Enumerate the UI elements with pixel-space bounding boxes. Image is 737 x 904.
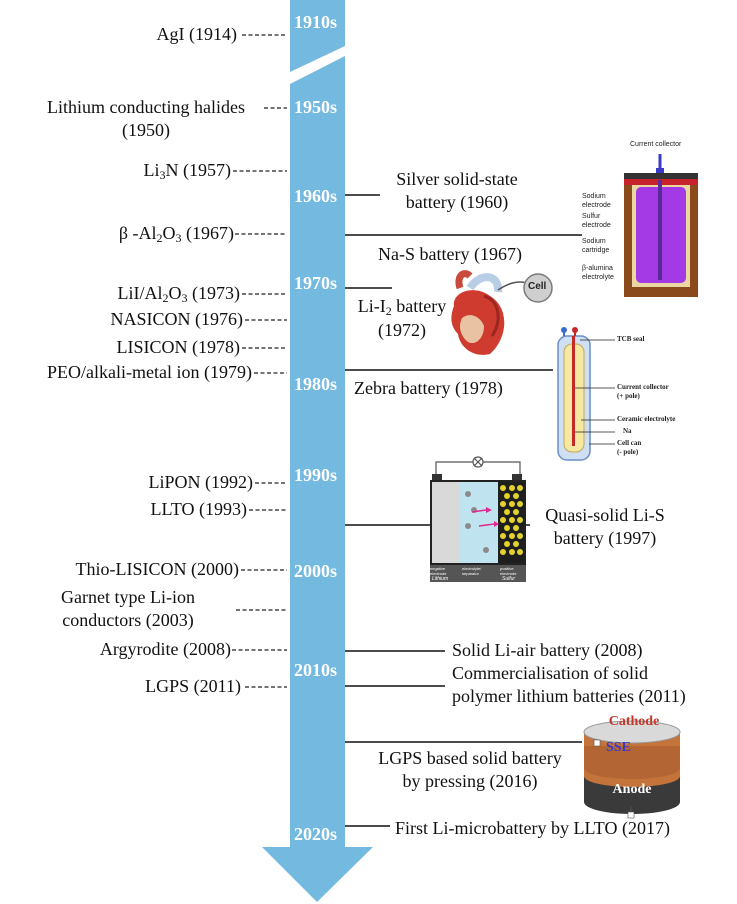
decade-label: 2010s — [294, 660, 338, 680]
lii2-a: Li-I — [357, 296, 386, 316]
lgps-cathode-label: Cathode — [608, 714, 660, 729]
lii-b: O — [168, 283, 182, 303]
zebra-label: TCB seal — [617, 335, 645, 343]
battery-silver-line2: battery (1960) — [405, 191, 509, 212]
lis-label: Lithium — [432, 576, 449, 582]
zebra-label: Cell can — [617, 439, 642, 447]
nas-label: β-alumina electrolyte — [582, 265, 614, 281]
material-thio-lisicon: Thio-LISICON (2000) — [75, 559, 239, 579]
zebra-label: (+ pole) — [617, 392, 640, 400]
lii-c: (1973) — [187, 283, 240, 303]
nas-label: Sodium cartridge — [582, 238, 610, 254]
li3n-b: N (1957) — [165, 160, 232, 180]
zebra-label: (- pole) — [617, 448, 639, 456]
battery-quasi-line1: Quasi-solid Li-S — [545, 505, 665, 525]
lii-sub1: 2 — [162, 291, 169, 305]
battery-commercialisation: Commercialisation of solid polymer lithi… — [452, 663, 686, 706]
li3n-a: Li — [143, 160, 160, 180]
material-garnet-line1: Garnet type Li-ion — [61, 587, 195, 607]
bal-c: (1967) — [181, 223, 234, 243]
battery-quasi-lis: Quasi-solid Li-S battery (1997) — [530, 505, 680, 548]
material-llto: LLTO (1993) — [150, 499, 248, 519]
material-halides-line1: Lithium conducting halides — [47, 97, 245, 117]
lis-label: Sulfur — [502, 576, 516, 582]
material-halides-line2: (1950) — [122, 119, 170, 140]
battery-li-i2-line1: Li-I2 battery — [347, 296, 457, 317]
battery-silver-line1: Silver solid-state — [396, 169, 518, 189]
li3n-sub: 3 — [159, 168, 166, 182]
decade-label: 1990s — [294, 465, 338, 485]
lii2-b: battery — [391, 296, 447, 316]
bal-b: O — [162, 223, 176, 243]
timeline-main-shaft — [262, 56, 373, 902]
material-nasicon: NASICON (1976) — [110, 309, 244, 329]
nas-label: Current collector — [630, 141, 682, 148]
battery-quasi-line2: battery (1997) — [553, 527, 657, 548]
material-li3n: Li3N (1957) — [144, 160, 232, 181]
lgps-anode-label: Anode — [612, 782, 652, 797]
decade-label: 1950s — [294, 97, 338, 117]
battery-li-i2: Li-I2 battery (1972) — [347, 296, 457, 340]
nas-battery-diagram: Current collector Sodium electrode Sulfu… — [580, 140, 720, 340]
heart-pacemaker-illustration: Cell — [440, 266, 560, 361]
battery-silver: Silver solid-state battery (1960) — [372, 169, 542, 212]
nas-label: Sulfur electrode — [582, 213, 611, 229]
material-agi: AgI (1914) — [156, 24, 237, 44]
zebra-battery-diagram: TCB seal Current collector (+ pole) Cera… — [555, 324, 705, 464]
battery-li-air: Solid Li-air battery (2008) — [452, 640, 643, 660]
lis-label: negative electrode — [430, 566, 447, 576]
battery-microbattery: First Li-microbattery by LLTO (2017) — [395, 818, 670, 838]
bal-sub2: 3 — [175, 231, 182, 245]
material-beta-alumina: β -Al2O3 (1967) — [119, 223, 234, 244]
material-peo: PEO/alkali-metal ion (1979) — [47, 362, 252, 382]
decade-label: 2020s — [294, 824, 338, 844]
decade-label: 1910s — [294, 12, 338, 32]
battery-lgps-based: LGPS based solid battery by pressing (20… — [355, 748, 585, 791]
lii2-sub: 2 — [385, 304, 392, 318]
timeline-top-segment — [290, 0, 345, 72]
decade-label: 1980s — [294, 374, 338, 394]
lii-sub2: 3 — [181, 291, 188, 305]
nas-label: Sodium electrode — [582, 193, 611, 209]
battery-lgps-line1: LGPS based solid battery — [378, 748, 562, 768]
zebra-label: Ceramic electrolyte — [617, 415, 676, 423]
bal-a: β -Al — [118, 223, 157, 243]
decade-label: 1970s — [294, 273, 338, 293]
battery-lgps-line2: by pressing (2016) — [402, 770, 538, 791]
lii-a: LiI/Al — [117, 283, 163, 303]
battery-nas: Na-S battery (1967) — [378, 244, 522, 264]
material-lii-alumina: LiI/Al2O3 (1973) — [118, 283, 241, 304]
pacemaker-cell-label: Cell — [528, 281, 547, 292]
decade-label: 1960s — [294, 186, 338, 206]
material-garnet-line2: conductors (2003) — [62, 609, 194, 630]
bal-sub1: 2 — [156, 231, 163, 245]
battery-li-i2-line2: (1972) — [378, 319, 426, 340]
material-garnet: Garnet type Li-ion conductors (2003) — [22, 587, 234, 630]
material-argyrodite: Argyrodite (2008) — [99, 639, 231, 659]
lis-battery-diagram: negative electrode electrolyte/ separato… — [424, 452, 532, 582]
battery-comm-line1: Commercialisation of solid — [452, 663, 648, 683]
lgps-sse-label: SSE — [606, 740, 631, 755]
zebra-label: Na — [623, 427, 632, 435]
lis-label: electrolyte/ separator — [462, 566, 482, 576]
lgps-battery-diagram: Cathode SSE Anode — [578, 706, 686, 824]
lis-label: positive electrode — [500, 566, 517, 576]
battery-comm-line2: polymer lithium batteries (2011) — [452, 685, 686, 706]
material-lisicon: LISICON (1978) — [116, 337, 241, 357]
battery-zebra: Zebra battery (1978) — [354, 378, 503, 398]
zebra-label: Current collector — [617, 383, 669, 391]
material-halides: Lithium conducting halides (1950) — [28, 97, 264, 140]
material-lipon: LiPON (1992) — [148, 472, 254, 492]
material-lgps: LGPS (2011) — [145, 676, 241, 696]
decade-label: 2000s — [294, 561, 338, 581]
